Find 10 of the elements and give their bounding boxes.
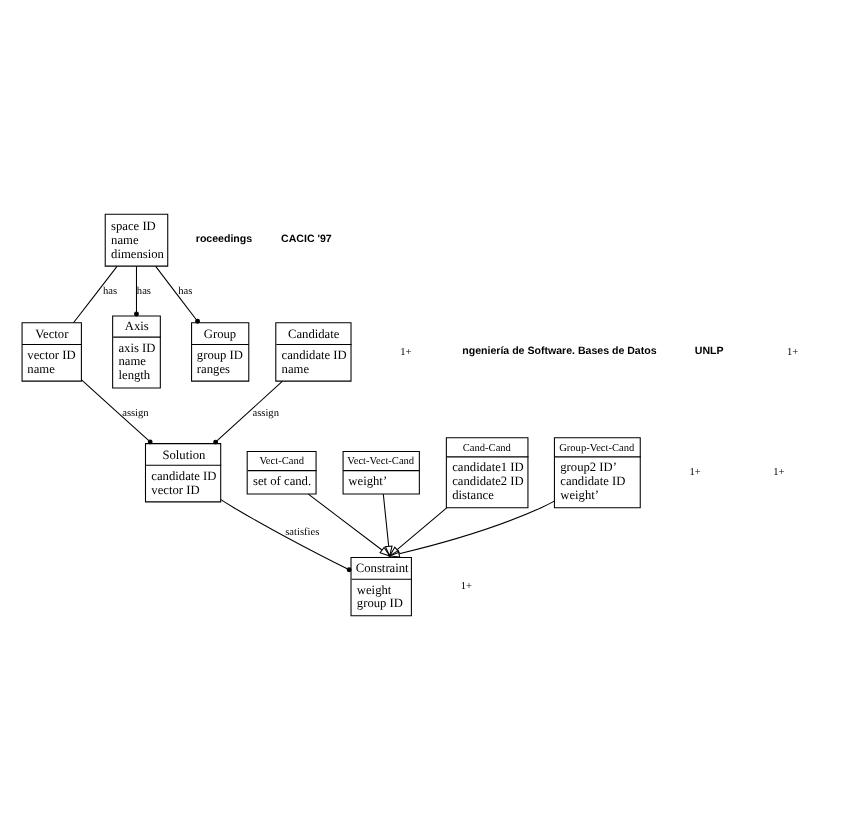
- connector: [220, 498, 352, 572]
- connector: [134, 264, 139, 316]
- arrow: [307, 492, 391, 556]
- arrow: [388, 506, 448, 556]
- arrow: [388, 499, 555, 557]
- connector: [72, 264, 118, 323]
- connector: [81, 378, 153, 444]
- connector: [155, 264, 200, 323]
- connector: [213, 379, 284, 444]
- arrow: [382, 492, 393, 557]
